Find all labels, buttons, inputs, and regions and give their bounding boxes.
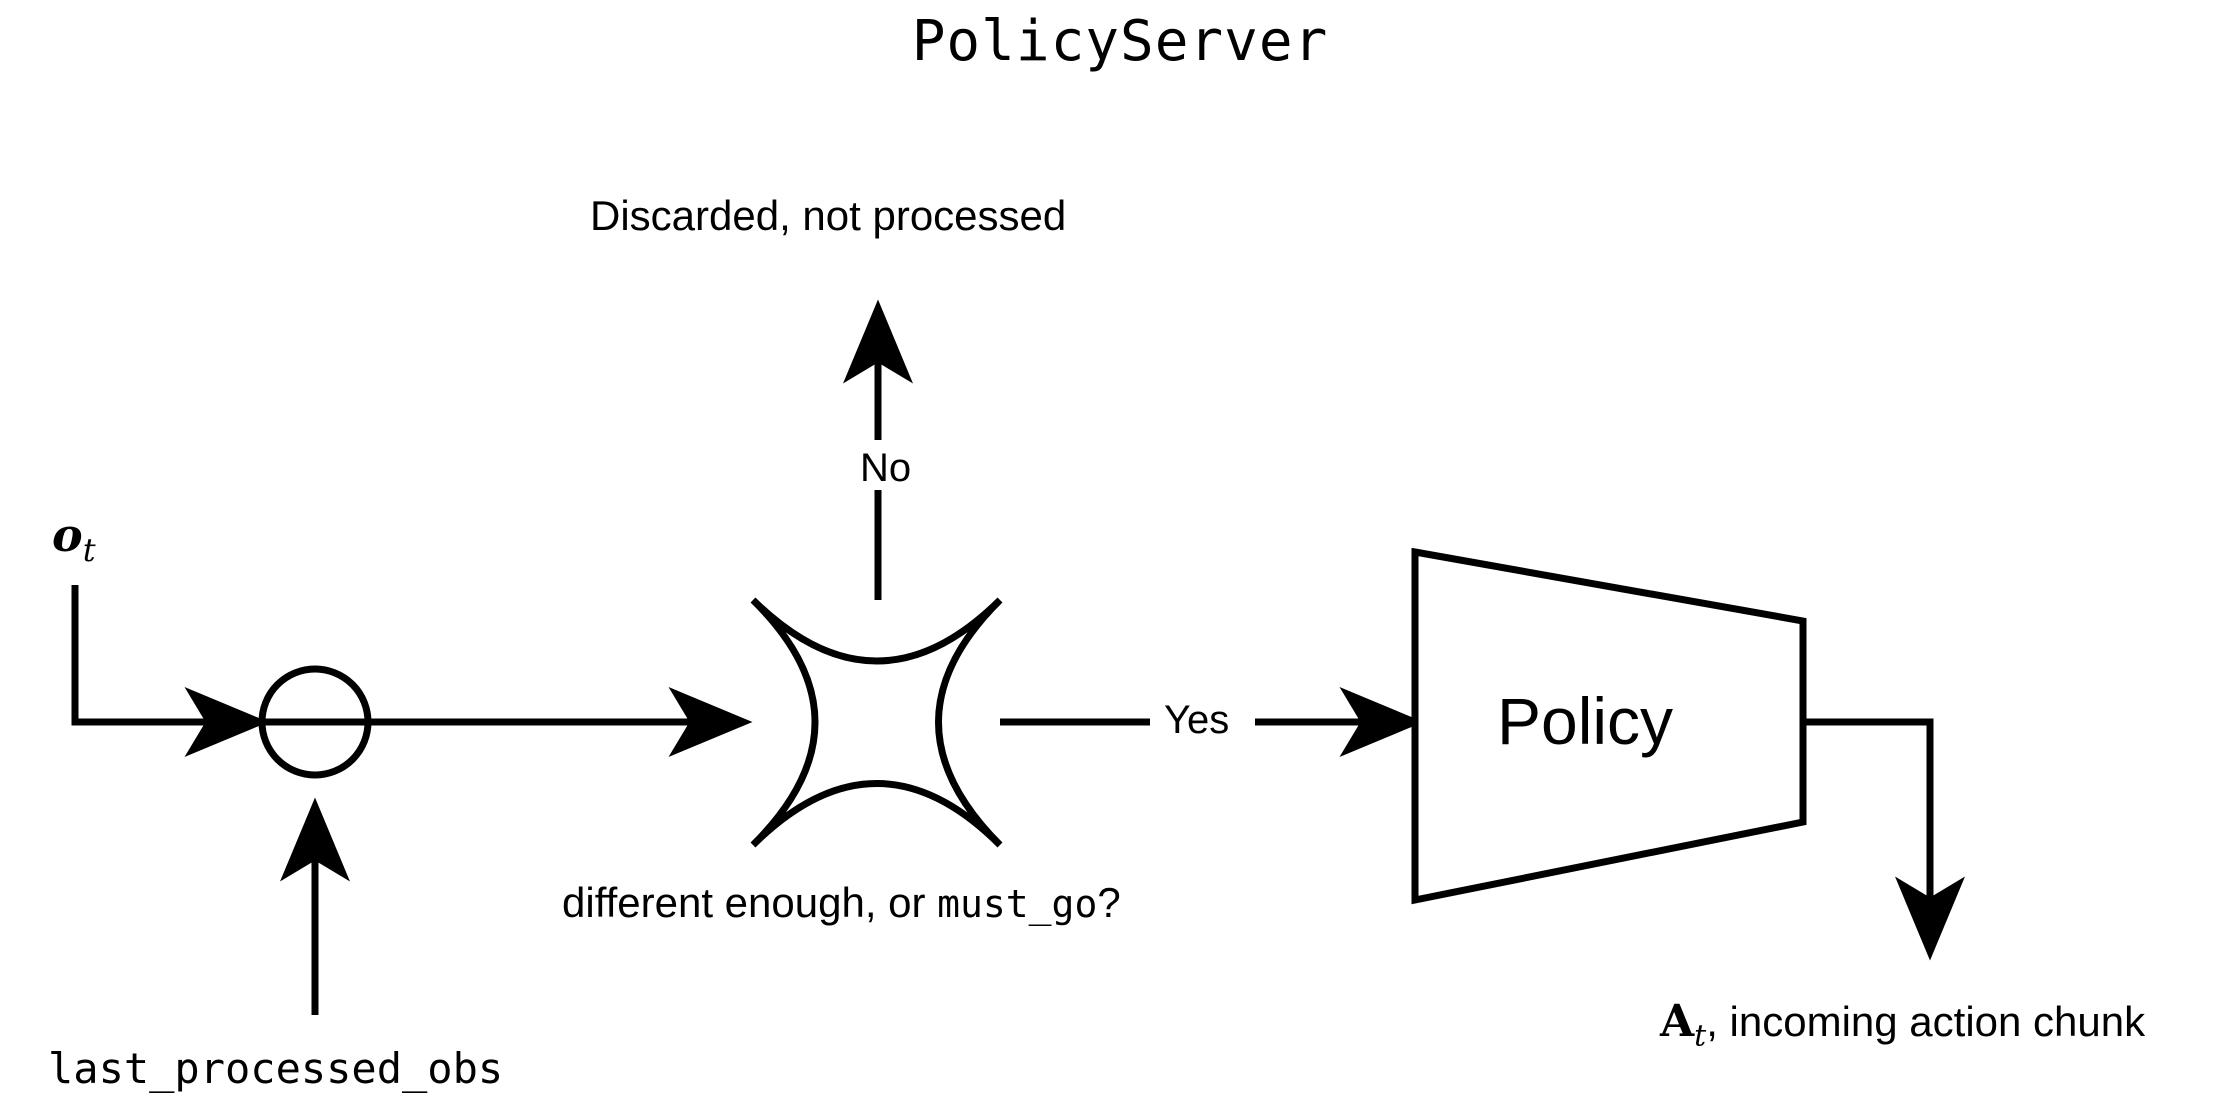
decision-label-suffix: ? (1097, 879, 1121, 926)
page-title: PolicyServer (911, 9, 1329, 74)
discarded-label: Discarded, not processed (590, 192, 1067, 239)
policy-block-shape (1411, 547, 1807, 905)
decision-node-label: different enough, or must_go? (562, 882, 1121, 924)
observation-subscript: t (82, 531, 96, 570)
decision-label-code: must_go (937, 882, 1098, 926)
edge-label-yes: Yes (1158, 700, 1236, 740)
action-chunk-description: , incoming action chunk (1706, 998, 2146, 1045)
edge-label-no: No (860, 446, 912, 490)
action-chunk-label: At, incoming action chunk (1660, 1000, 2145, 1051)
action-chunk-subscript: t (1694, 1018, 1707, 1054)
decision-label-prefix: different enough, or (562, 879, 938, 926)
policy-block-label: Policy (1497, 684, 1674, 758)
edge-policy-to-output (1803, 718, 1965, 961)
edge-observation-to-junction (71, 585, 269, 757)
decision-node-shape (750, 597, 1003, 848)
observation-symbol: o (52, 508, 83, 562)
memory-input-label: last_processed_obs (48, 1044, 504, 1093)
action-chunk-symbol: A (1660, 996, 1695, 1047)
observation-input-label: ot (52, 512, 96, 566)
